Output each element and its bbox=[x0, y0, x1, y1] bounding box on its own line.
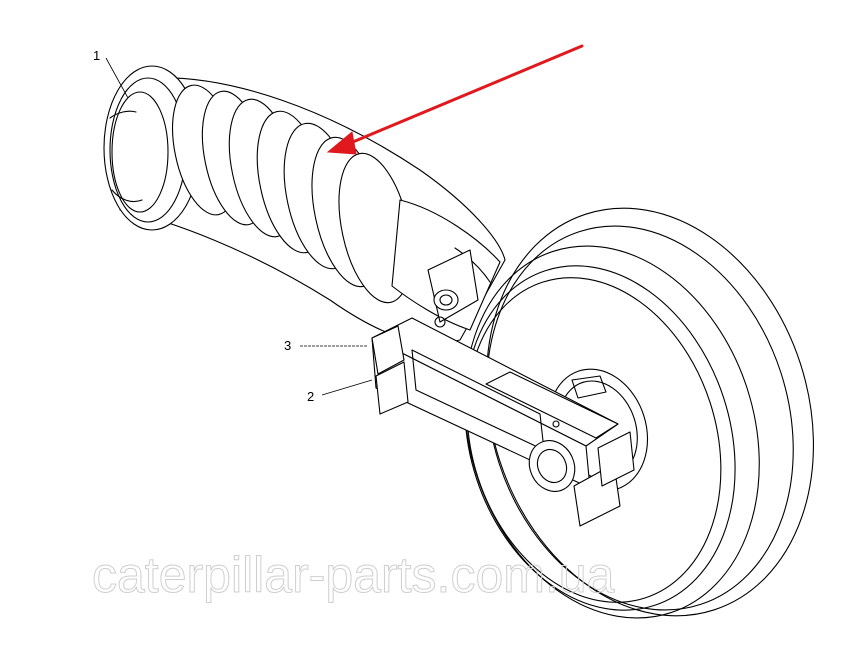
callout-2: 2 bbox=[307, 379, 373, 404]
callout-label-1: 1 bbox=[93, 48, 100, 63]
callout-1: 1 bbox=[93, 48, 129, 99]
callout-label-2: 2 bbox=[307, 389, 314, 404]
callout-label-3: 3 bbox=[284, 338, 291, 353]
yoke-arm bbox=[371, 317, 635, 527]
recoil-spring bbox=[103, 65, 506, 344]
callout-3: 3 bbox=[284, 338, 368, 353]
red-pointer-arrow bbox=[326, 44, 584, 155]
mounting-bracket bbox=[427, 249, 479, 328]
watermark-text: caterpillar-parts.com.ua bbox=[92, 547, 615, 603]
